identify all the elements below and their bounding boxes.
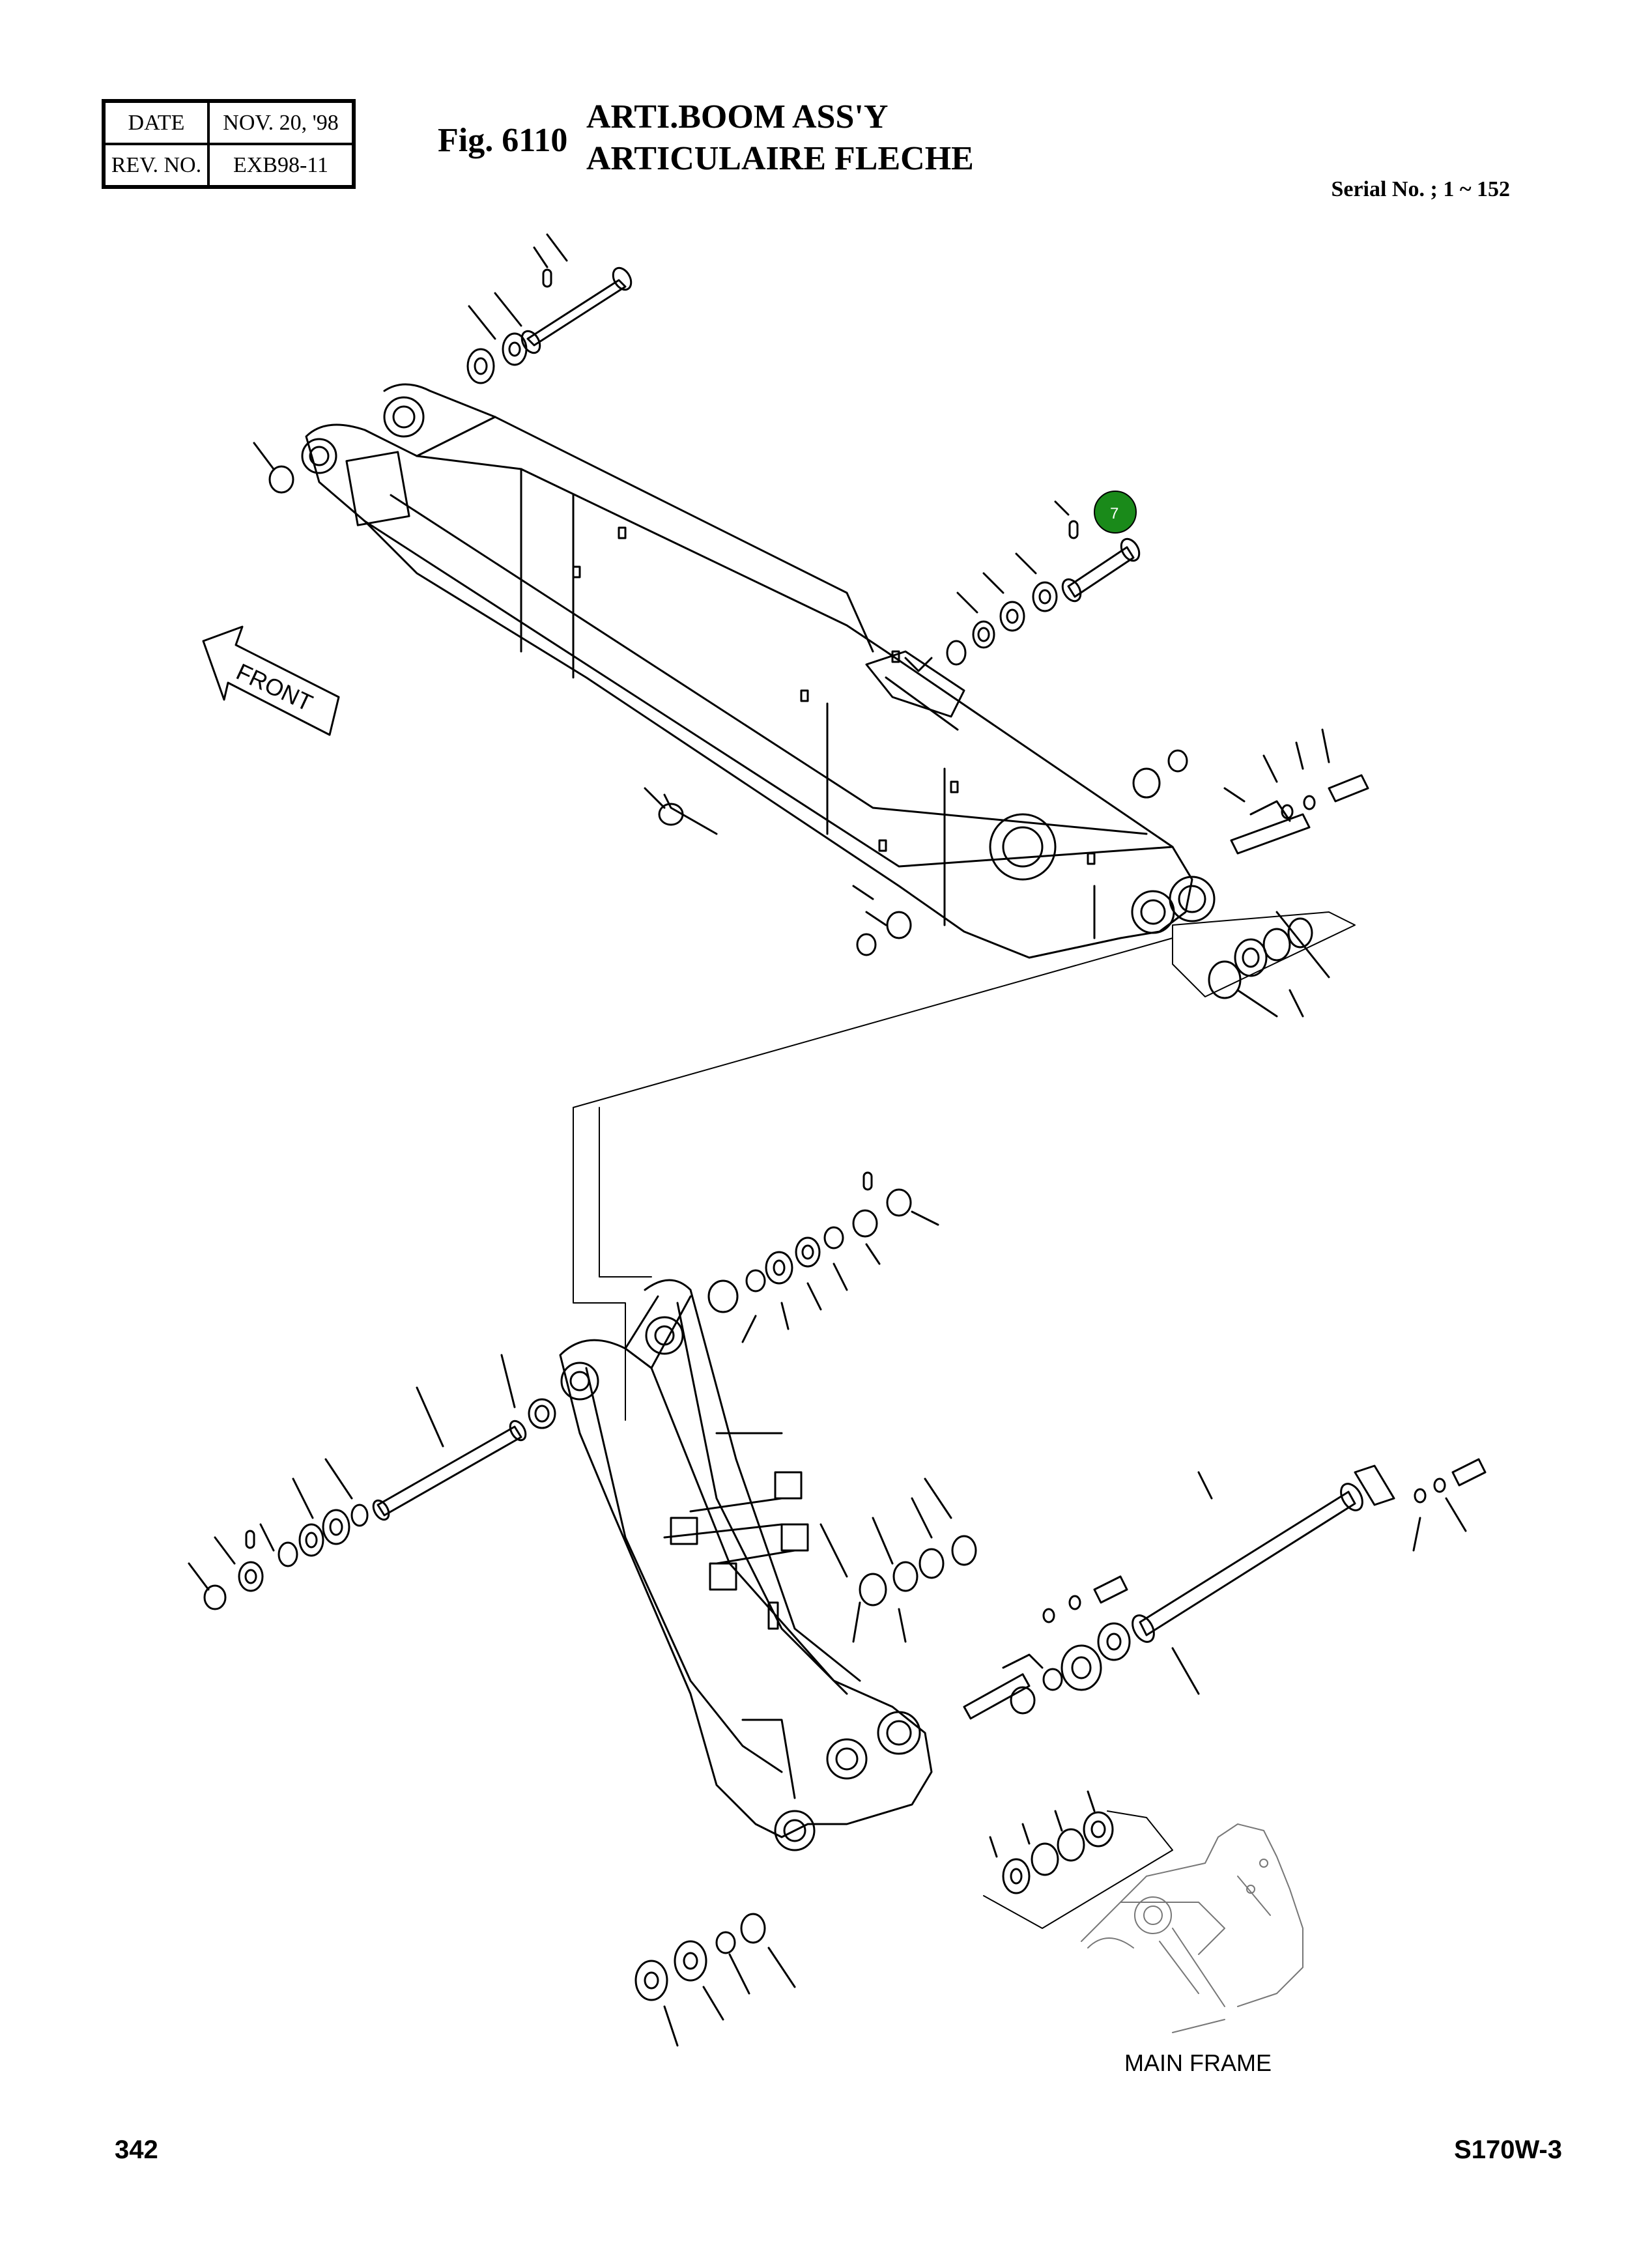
bottom-washers [634, 1790, 1173, 2047]
callout-number: 7 [1110, 505, 1118, 522]
model-code: S170W-3 [1454, 2135, 1562, 2164]
main-frame-outline [1081, 1823, 1303, 2033]
lower-boom [559, 1279, 933, 1851]
lower-boom-upper-bushings [707, 1171, 939, 1343]
rev-label: REV. NO. [104, 144, 208, 186]
lower-right-pin-assembly [819, 1458, 1487, 1720]
callout-marker[interactable]: 7 [1094, 491, 1137, 534]
serial-range: Serial No. ; 1 ~ 152 [1331, 177, 1510, 201]
title-french: ARTICULAIRE FLECHE [586, 140, 974, 177]
figure-number: Fig. 6110 [438, 122, 568, 159]
assembly-leader-lines [573, 937, 1173, 1421]
rev-value: EXB98-11 [208, 144, 353, 186]
title-english: ARTI.BOOM ASS'Y [586, 98, 889, 136]
right-pin-assembly [852, 728, 1369, 1018]
upper-arm [301, 383, 1216, 959]
date-label: DATE [104, 102, 208, 144]
upper-pin-assembly [253, 233, 633, 494]
main-frame-label: MAIN FRAME [1124, 2049, 1272, 2076]
revision-table: DATE NOV. 20, '98 REV. NO. EXB98-11 [102, 99, 356, 189]
middle-pin-assembly [644, 500, 1141, 835]
date-value: NOV. 20, '98 [208, 102, 353, 144]
lower-left-pin-assembly [188, 1354, 556, 1610]
front-arrow: FRONT [202, 625, 340, 736]
page-number: 342 [115, 2135, 158, 2164]
